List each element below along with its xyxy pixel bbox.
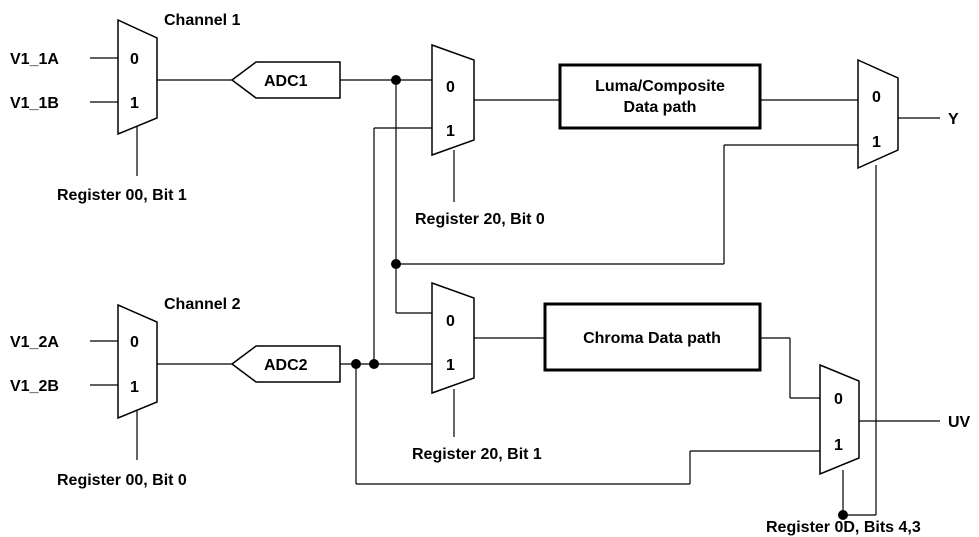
adc1-block: ADC1 <box>230 61 341 99</box>
chroma-select-mux: 0 1 <box>431 281 475 395</box>
mux-input-0-label: 0 <box>446 79 455 96</box>
input-v1-1b-label: V1_1B <box>10 95 59 112</box>
junction-dots <box>351 75 848 520</box>
channel2-input-mux: 0 1 <box>117 303 158 420</box>
y-output-mux: 0 1 <box>857 58 899 170</box>
register-20-bit1-label: Register 20, Bit 1 <box>412 446 542 463</box>
wires <box>90 57 940 516</box>
register-0d-bits-label: Register 0D, Bits 4,3 <box>766 519 921 536</box>
mux-input-1-label: 1 <box>446 123 455 140</box>
chroma-data-path-block: Chroma Data path <box>543 302 762 372</box>
mux-input-0-label: 0 <box>834 391 843 408</box>
mux-input-1-label: 1 <box>446 357 455 374</box>
junction-adc1-out <box>391 75 401 85</box>
channel1-input-mux: 0 1 <box>117 18 158 136</box>
junction-adc2-out <box>351 359 361 369</box>
mux-input-1-label: 1 <box>130 95 139 112</box>
mux-input-1-label: 1 <box>130 379 139 396</box>
output-uv-label: UV <box>948 414 971 431</box>
input-v1-2b-label: V1_2B <box>10 378 59 395</box>
mux-input-0-label: 0 <box>130 51 139 68</box>
chroma-path-title: Chroma Data path <box>583 330 721 347</box>
adc1-label: ADC1 <box>264 73 308 90</box>
mux-input-0-label: 0 <box>446 313 455 330</box>
register-00-bit1-label: Register 00, Bit 1 <box>57 187 187 204</box>
output-y-label: Y <box>948 111 959 128</box>
luma-select-mux: 0 1 <box>431 43 475 157</box>
mux-input-0-label: 0 <box>872 89 881 106</box>
input-v1-1a-label: V1_1A <box>10 51 59 68</box>
register-20-bit0-label: Register 20, Bit 0 <box>415 211 545 228</box>
register-00-bit0-label: Register 00, Bit 0 <box>57 472 187 489</box>
channel2-title: Channel 2 <box>164 296 241 313</box>
channel1-title: Channel 1 <box>164 12 241 29</box>
input-v1-2a-label: V1_2A <box>10 334 59 351</box>
mux-input-1-label: 1 <box>834 437 843 454</box>
adc2-label: ADC2 <box>264 357 308 374</box>
uv-output-mux: 0 1 <box>819 363 860 476</box>
junction-adc1-to-y <box>391 259 401 269</box>
luma-data-path-block: Luma/Composite Data path <box>558 63 762 130</box>
junction-adc2-to-luma <box>369 359 379 369</box>
mux-input-0-label: 0 <box>130 334 139 351</box>
adc2-block: ADC2 <box>230 345 341 383</box>
luma-path-title: Luma/Composite <box>595 78 725 95</box>
luma-path-subtitle: Data path <box>624 99 697 116</box>
mux-input-1-label: 1 <box>872 134 881 151</box>
junction-register-0d <box>838 510 848 520</box>
